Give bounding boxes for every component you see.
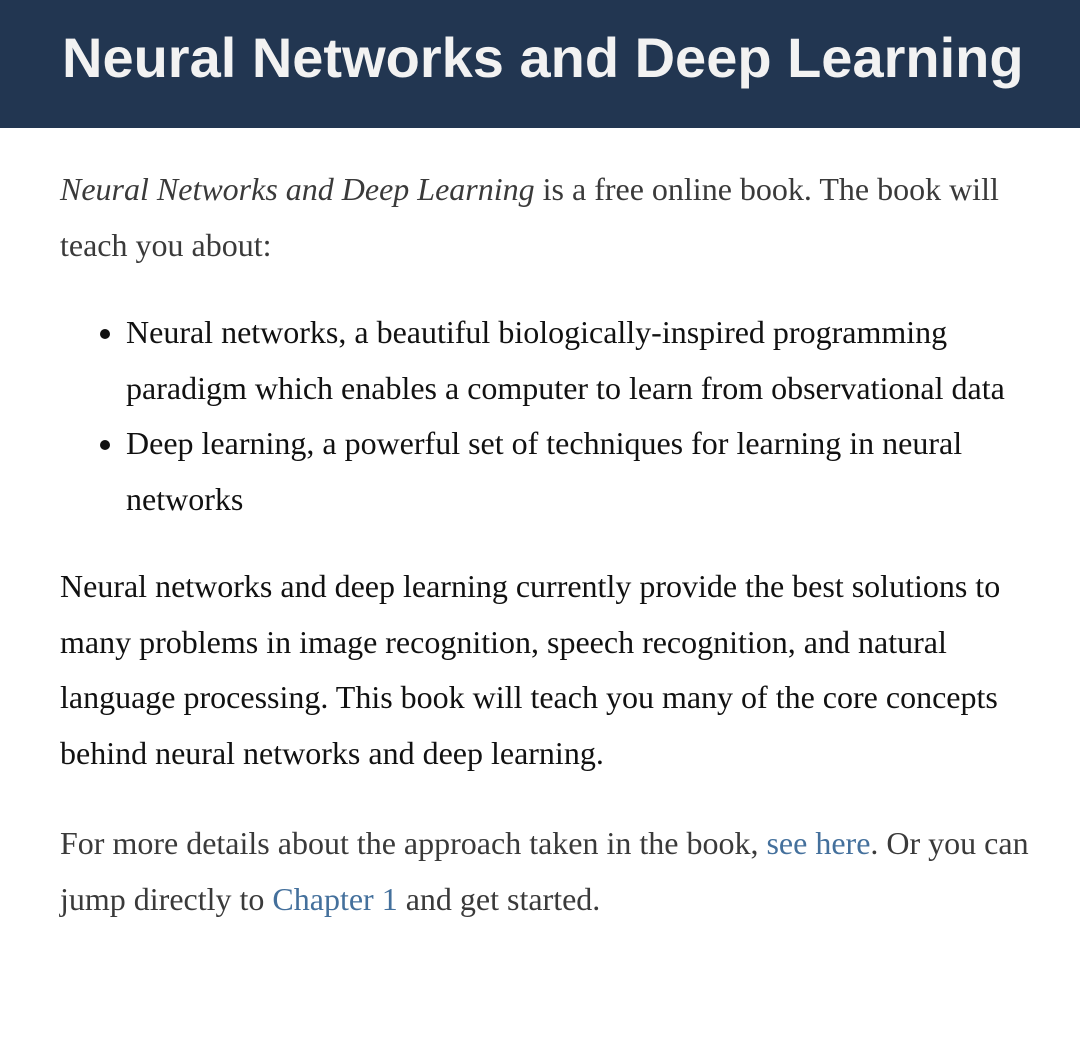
chapter-1-link[interactable]: Chapter 1 [272, 880, 398, 917]
details-paragraph: For more details about the approach take… [60, 816, 1045, 927]
main-content: Neural Networks and Deep Learning is a f… [60, 162, 1045, 927]
intro-text: is a free online book. The book will tea… [60, 171, 999, 263]
summary-paragraph: Neural networks and deep learning curren… [60, 568, 1001, 771]
page-title: Neural Networks and Deep Learning [62, 26, 1024, 89]
book-title: Neural Networks and Deep Learning [60, 171, 535, 207]
details-middle: . Or you can jump directly to [60, 825, 1029, 917]
see-here-link[interactable]: see here [766, 825, 871, 861]
details-prefix: For more details about the approach take… [60, 825, 767, 861]
list-item: Deep learning, a powerful set of techniq… [126, 416, 1045, 527]
header-banner: Neural Networks and Deep Learning [0, 0, 1080, 128]
intro-paragraph: Neural Networks and Deep Learning is a f… [60, 162, 1045, 273]
topics-list: Neural networks, a beautiful biologicall… [60, 305, 1045, 527]
details-suffix: and get started. [397, 880, 601, 917]
list-item: Neural networks, a beautiful biologicall… [126, 305, 1045, 416]
